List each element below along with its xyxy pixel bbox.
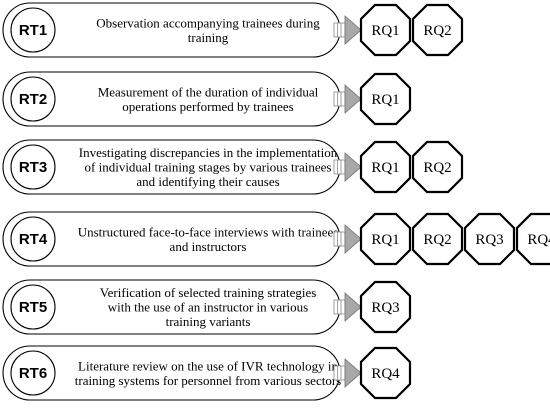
rq-octagon-rq3: RQ3 bbox=[359, 280, 412, 334]
octagon-shape bbox=[359, 3, 412, 57]
task-description-line: of individual training stages by various… bbox=[85, 160, 332, 175]
task-description-line: Investigating discrepancies in the imple… bbox=[79, 145, 338, 160]
arrow-stem bbox=[333, 299, 346, 315]
task-id-label: RT3 bbox=[19, 159, 47, 176]
task-description-line: operations performed by trainees bbox=[122, 99, 293, 114]
task-description-line: Observation accompanying trainees during bbox=[96, 15, 320, 30]
octagon-shape bbox=[359, 72, 412, 126]
arrow-connector bbox=[333, 152, 362, 182]
arrow-stem bbox=[333, 22, 346, 38]
task-id-circle bbox=[10, 76, 56, 122]
rq-label: RQ1 bbox=[371, 92, 399, 108]
task-description-line: and identifying their causes bbox=[136, 174, 279, 189]
rq-octagon-rq2: RQ2 bbox=[411, 140, 464, 194]
task-id-circle bbox=[10, 284, 56, 330]
row-rt6: RT6 Literature review on the use of IVR t… bbox=[2, 345, 412, 401]
rq-label: RQ1 bbox=[371, 160, 399, 176]
octagon-shape bbox=[411, 212, 464, 266]
task-id-circle bbox=[10, 350, 56, 396]
octagon-shape bbox=[359, 280, 412, 334]
task-description-line: Unstructured face-to-face interviews wit… bbox=[78, 224, 339, 239]
task-description-line: with the use of an instructor in various bbox=[108, 300, 308, 315]
arrow-stem bbox=[333, 231, 346, 247]
arrow-head bbox=[344, 15, 362, 45]
rq-octagon-rq3: RQ3 bbox=[463, 212, 516, 266]
task-id-label: RT1 bbox=[19, 22, 47, 39]
task-id-circle bbox=[10, 216, 56, 262]
rq-octagon-rq1: RQ1 bbox=[359, 3, 412, 57]
octagon-shape bbox=[463, 212, 516, 266]
arrow-head bbox=[344, 292, 362, 322]
octagon-shape bbox=[411, 3, 464, 57]
row-rt2: RT2 Measurement of the duration of indivi… bbox=[2, 71, 412, 127]
rq-label: RQ4 bbox=[371, 366, 400, 382]
task-id-label: RT4 bbox=[19, 231, 48, 248]
task-description-line: training variants bbox=[166, 314, 251, 329]
octagon-shape bbox=[359, 212, 412, 266]
rq-label: RQ3 bbox=[475, 232, 503, 248]
row-rt5: RT5 Verification of selected training str… bbox=[2, 279, 412, 335]
task-id-label: RT6 bbox=[19, 365, 47, 382]
octagon-shape bbox=[515, 212, 550, 266]
rq-label: RQ2 bbox=[423, 232, 451, 248]
octagon-shape bbox=[359, 140, 412, 194]
arrow-connector bbox=[333, 224, 362, 254]
rq-label: RQ2 bbox=[423, 23, 451, 39]
task-id-circle bbox=[10, 7, 56, 53]
rq-octagon-rq4: RQ4 bbox=[359, 346, 412, 400]
rq-octagon-rq2: RQ2 bbox=[411, 212, 464, 266]
task-description-line: Literature review on the use of IVR tech… bbox=[78, 358, 338, 373]
task-id-label: RT2 bbox=[19, 91, 47, 108]
task-description-line: training systems for personnel from vari… bbox=[75, 373, 341, 388]
row-rt1: RT1 Observation accompanying trainees dur… bbox=[2, 2, 464, 58]
arrow-stem bbox=[333, 91, 346, 107]
arrow-head bbox=[344, 358, 362, 388]
arrow-connector bbox=[333, 84, 362, 114]
row-rt4: RT4 Unstructured face-to-face interviews … bbox=[2, 211, 550, 267]
octagon-shape bbox=[359, 346, 412, 400]
arrow-connector bbox=[333, 358, 362, 388]
rq-label: RQ3 bbox=[371, 300, 399, 316]
rq-label: RQ1 bbox=[371, 232, 399, 248]
arrow-stem bbox=[333, 365, 346, 381]
task-id-label: RT5 bbox=[19, 299, 47, 316]
octagon-shape bbox=[411, 140, 464, 194]
rq-octagon-rq1: RQ1 bbox=[359, 212, 412, 266]
task-id-circle bbox=[10, 144, 56, 190]
rq-octagon-rq1: RQ1 bbox=[359, 140, 412, 194]
task-description-line: training bbox=[188, 30, 229, 45]
task-description-line: Verification of selected training strate… bbox=[100, 285, 317, 300]
rq-octagon-rq4: RQ4 bbox=[515, 212, 550, 266]
arrow-head bbox=[344, 152, 362, 182]
row-rt3: RT3 Investigating discrepancies in the im… bbox=[2, 139, 464, 195]
task-description-line: Measurement of the duration of individua… bbox=[98, 84, 319, 99]
task-description-line: and instructors bbox=[170, 239, 247, 254]
arrow-connector bbox=[333, 292, 362, 322]
rq-label: RQ4 bbox=[527, 232, 550, 248]
arrow-head bbox=[344, 224, 362, 254]
rq-octagon-rq2: RQ2 bbox=[411, 3, 464, 57]
arrow-head bbox=[344, 84, 362, 114]
rq-label: RQ1 bbox=[371, 23, 399, 39]
rq-octagon-rq1: RQ1 bbox=[359, 72, 412, 126]
rq-label: RQ2 bbox=[423, 160, 451, 176]
arrow-connector bbox=[333, 15, 362, 45]
arrow-stem bbox=[333, 159, 346, 175]
